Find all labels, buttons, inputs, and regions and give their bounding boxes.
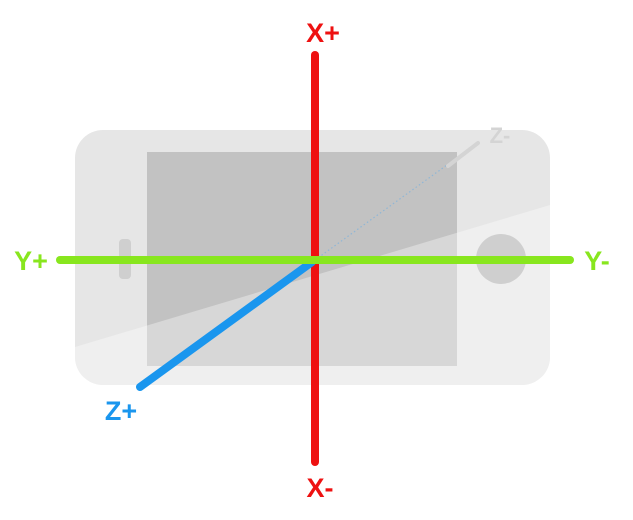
z-positive-label: Z+ (105, 396, 137, 426)
z-negative-axis (314, 146, 473, 261)
z-positive-axis (136, 258, 316, 391)
y-positive-label: Y+ (14, 246, 48, 276)
z-negative-label: Z- (490, 123, 511, 148)
y-negative-label: Y- (584, 246, 610, 276)
x-positive-label: X+ (306, 18, 340, 48)
x-negative-label: X- (307, 473, 334, 503)
z-negative-axis-tail (446, 141, 480, 168)
